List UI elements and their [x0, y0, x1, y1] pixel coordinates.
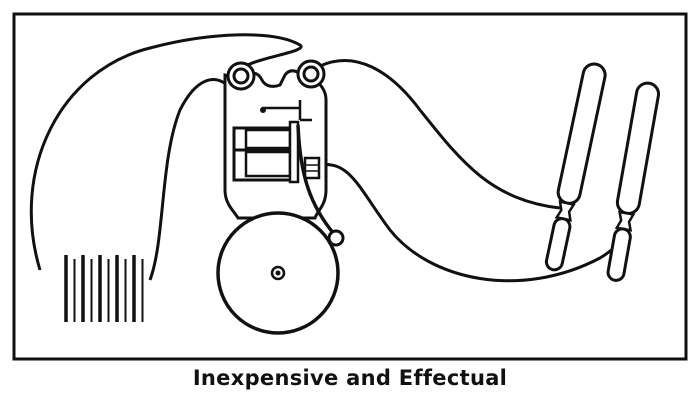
hammer-ball — [327, 229, 345, 247]
battery-cells — [64, 255, 144, 322]
binding-post-right — [296, 59, 326, 89]
bell-center-dot — [275, 270, 281, 276]
wire-battery-to-bell-frame — [148, 78, 234, 281]
binding-post-left — [226, 61, 256, 91]
hammer-arm — [296, 124, 336, 236]
wire-terminal-to-left-handle — [319, 59, 561, 210]
handle-right — [606, 81, 661, 282]
figure-caption: Inexpensive and Effectual — [192, 366, 508, 390]
electromagnet-coils — [232, 120, 300, 184]
wire-battery-to-left-terminal — [29, 33, 303, 271]
frame-bracket — [262, 100, 312, 122]
wire-contact-to-right-handle — [319, 162, 624, 283]
contact-screw-block — [303, 156, 321, 180]
handle-left — [544, 62, 607, 272]
diagram-frame — [12, 12, 688, 361]
